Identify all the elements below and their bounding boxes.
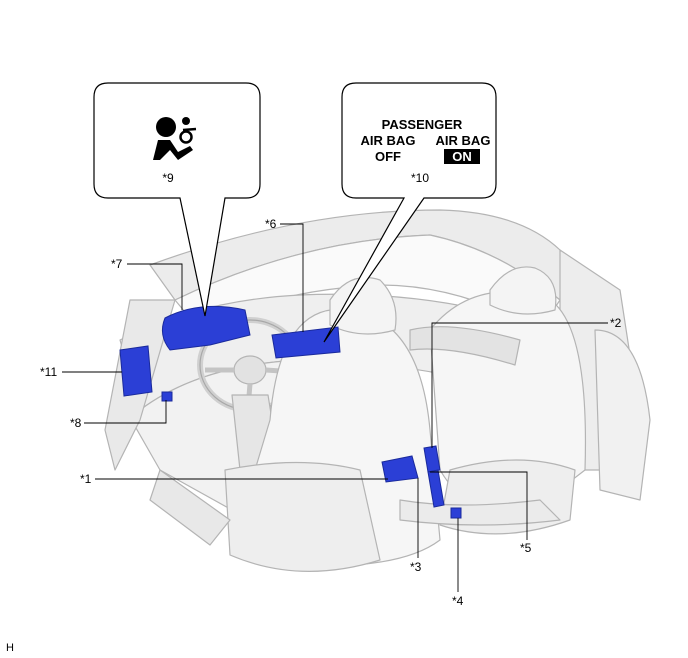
callout-2-label: *2 [610, 316, 622, 330]
component-3-buckle [427, 469, 445, 508]
callout-box-10: PASSENGER AIR BAG OFF AIR BAG ON *10 [323, 82, 497, 343]
callout-1-label: *1 [80, 472, 92, 486]
indicator-left-line1: AIR BAG [361, 133, 416, 148]
indicator-title: PASSENGER [382, 117, 463, 132]
callout-8-label: *8 [70, 416, 82, 430]
leader-lines [62, 223, 608, 592]
callout-6-label: *6 [265, 217, 277, 231]
callout-4-label: *4 [452, 594, 464, 608]
component-11-module [119, 345, 153, 397]
callout-9-label: *9 [162, 171, 174, 185]
indicator-right-line2: ON [452, 149, 472, 164]
figure-code: H [6, 642, 14, 654]
vehicle-interior-outline [104, 209, 651, 572]
indicator-left-line2: OFF [375, 149, 401, 164]
component-8-sensor [161, 391, 173, 402]
callout-3-label: *3 [410, 560, 422, 574]
component-7-combination-meter [161, 305, 251, 351]
indicator-right-line1: AIR BAG [436, 133, 491, 148]
passenger-airbag-warning-icon [153, 117, 197, 160]
airbag-components [119, 305, 462, 519]
indicator-on-badge [444, 149, 480, 164]
callout-10-label: *10 [411, 171, 429, 185]
callout-box-9: *9 [93, 82, 261, 317]
callout-5-label: *5 [520, 541, 532, 555]
callout-labels: *6 *7 *11 *8 *2 *1 *5 *3 *4 [40, 217, 622, 608]
callout-7-label: *7 [111, 257, 123, 271]
component-4-sensor [450, 507, 462, 519]
callout-11-label: *11 [40, 365, 57, 379]
component-6-indicator-panel [271, 326, 341, 359]
